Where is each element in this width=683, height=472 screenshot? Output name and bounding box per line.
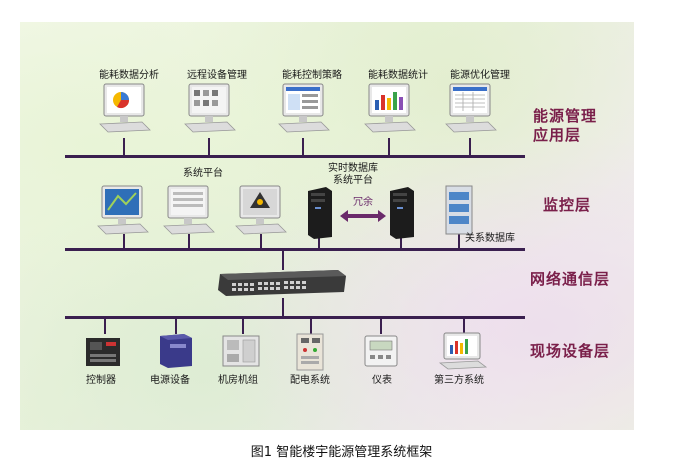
computer-icon	[99, 83, 151, 133]
layer-title-network: 网络通信层	[530, 270, 611, 288]
app-connector	[208, 138, 210, 156]
field-item-label: 仪表	[372, 375, 392, 386]
app-bus	[65, 155, 525, 158]
field-connector	[380, 318, 382, 334]
server-icon	[390, 187, 414, 239]
monitor-bus	[65, 248, 525, 251]
layer-title-app: 能源管理 应用层	[533, 107, 598, 144]
power-supply-icon	[160, 334, 192, 368]
app-connector	[302, 138, 304, 156]
third-party-system-icon	[438, 332, 488, 370]
field-connector	[104, 318, 106, 334]
realtime-db-label: 实时数据库 系统平台	[328, 163, 378, 186]
monitor-connector	[260, 234, 262, 249]
field-item-label: 机房机组	[218, 375, 258, 386]
app-connector	[123, 138, 125, 156]
network-connector	[282, 298, 284, 317]
field-connector	[463, 318, 465, 334]
app-connector	[388, 138, 390, 156]
field-item-label: 第三方系统	[434, 375, 484, 386]
field-item-label: 电源设备	[150, 375, 190, 386]
network-switch-icon	[218, 270, 346, 296]
platform-label: 系统平台	[183, 168, 223, 179]
field-connector	[310, 318, 312, 334]
app-item-label: 能耗数据统计	[368, 70, 428, 81]
relational-db-label: 关系数据库	[465, 233, 515, 244]
network-connector	[282, 250, 284, 270]
field-item-label: 控制器	[86, 375, 116, 386]
app-connector	[469, 138, 471, 156]
database-server-icon	[445, 185, 473, 235]
figure-caption: 图1 智能楼宇能源管理系统框架	[250, 445, 433, 460]
computer-icon	[278, 83, 330, 133]
meter-icon	[364, 335, 398, 367]
computer-icon	[445, 83, 497, 133]
app-item-label: 能源优化管理	[450, 70, 510, 81]
field-connector	[175, 318, 177, 334]
app-item-label: 能耗数据分析	[99, 70, 159, 81]
hvac-unit-icon	[222, 335, 260, 367]
architecture-diagram: 能耗数据分析 远程设备管理 能耗控制策略 能耗数据统计 能源优化管理 系统平台 …	[20, 22, 634, 430]
monitor-connector	[123, 234, 125, 249]
computer-icon	[364, 83, 416, 133]
monitor-connector	[458, 234, 460, 249]
layer-title-field: 现场设备层	[530, 342, 611, 360]
network-bus	[65, 316, 525, 319]
redundant-arrow-icon	[340, 210, 386, 222]
computer-icon	[97, 185, 149, 235]
app-item-label: 远程设备管理	[187, 70, 247, 81]
computer-icon	[163, 185, 215, 235]
computer-icon	[184, 83, 236, 133]
controller-icon	[86, 338, 120, 366]
field-connector	[242, 318, 244, 334]
monitor-connector	[318, 237, 320, 249]
server-icon	[308, 187, 332, 239]
monitor-connector	[400, 237, 402, 249]
monitor-connector	[188, 234, 190, 249]
computer-icon	[235, 185, 287, 235]
app-item-label: 能耗控制策略	[282, 70, 342, 81]
redundant-label: 冗余	[353, 197, 373, 208]
distribution-cabinet-icon	[296, 333, 324, 371]
layer-title-monitor: 监控层	[543, 196, 592, 214]
field-item-label: 配电系统	[290, 375, 330, 386]
